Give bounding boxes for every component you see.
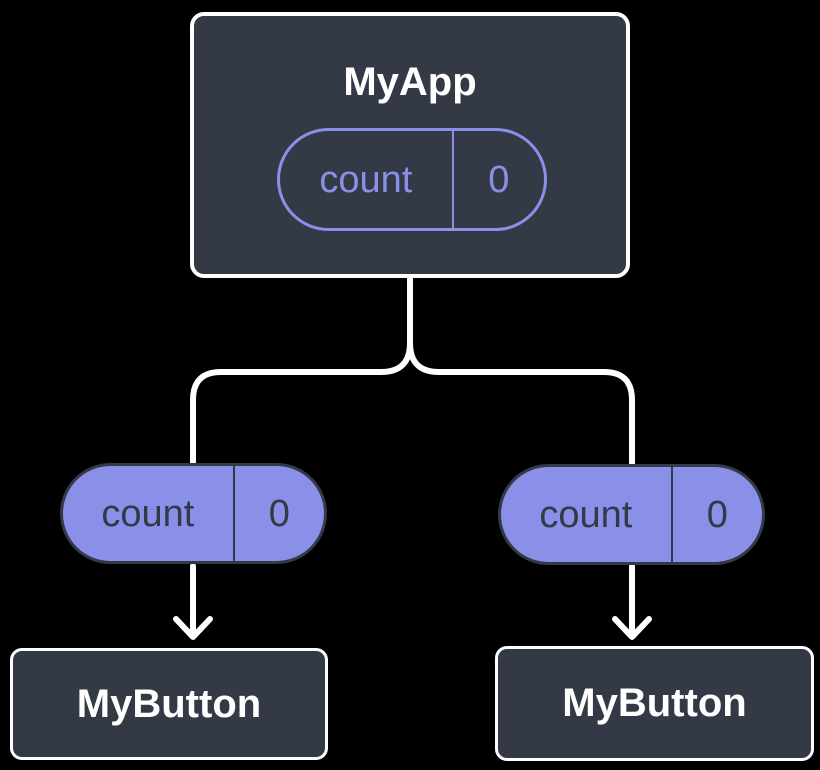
branch-left-line (190, 340, 413, 471)
node-title: MyButton (562, 681, 747, 725)
prop-pill-value: 0 (232, 466, 324, 561)
prop-pill-label: count (101, 492, 195, 535)
prop-pill-value: 0 (670, 467, 762, 562)
node-myapp: MyApp count 0 (190, 12, 630, 278)
node-title: MyApp (343, 60, 477, 104)
state-pill-value: 0 (451, 131, 544, 228)
arrow-down-icon-left (173, 563, 213, 640)
prop-pill-left: count 0 (60, 463, 327, 564)
state-pill-label: count (319, 158, 413, 201)
prop-pill-label: count (539, 493, 633, 536)
node-mybutton-left: MyButton (10, 648, 328, 760)
state-pill: count 0 (277, 128, 547, 231)
arrow-down-icon-right (612, 563, 652, 640)
prop-pill-right: count 0 (498, 464, 765, 565)
node-mybutton-right: MyButton (495, 646, 814, 761)
branch-right-line (407, 340, 635, 471)
node-title: MyButton (76, 681, 262, 726)
